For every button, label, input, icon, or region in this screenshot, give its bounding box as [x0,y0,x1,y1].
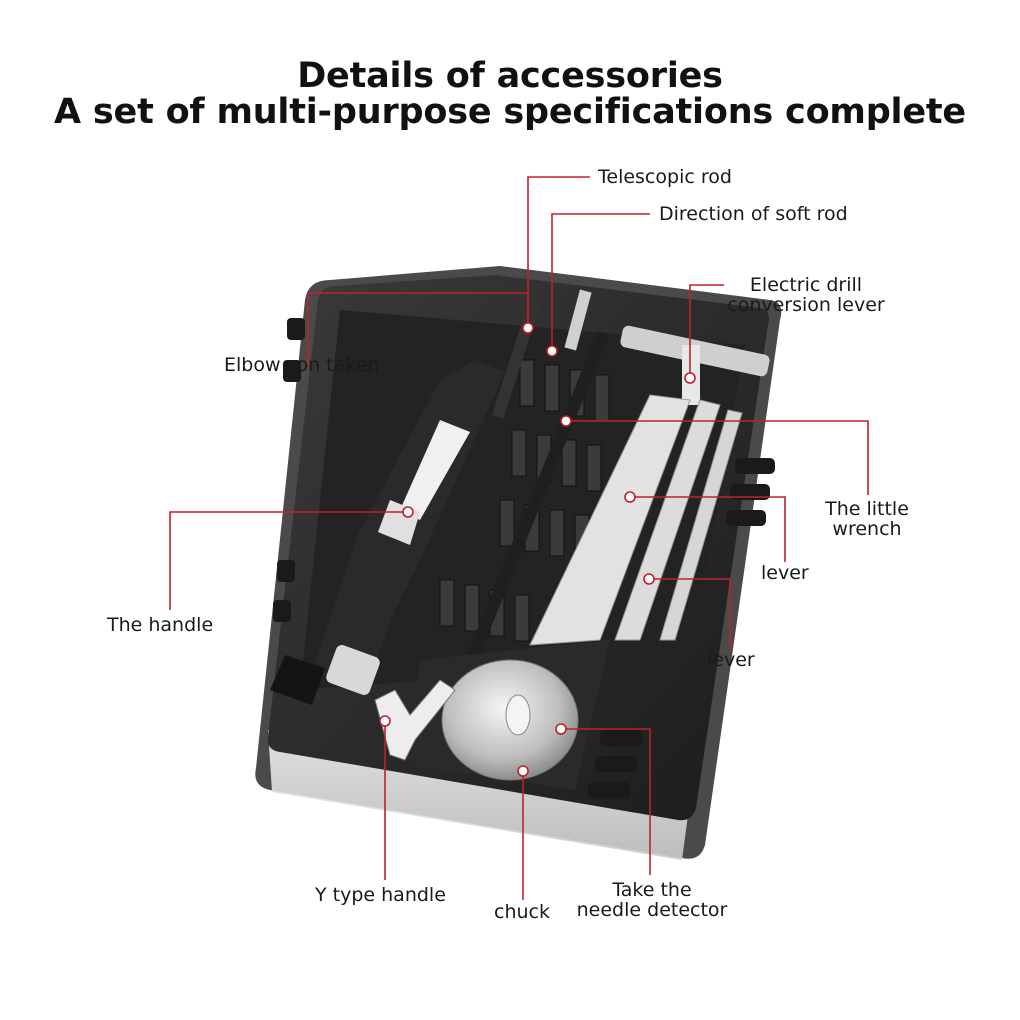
label-drill-lever-1: Electric drill [749,274,863,296]
leader-dots [379,322,696,777]
title-line-1: Details of accessories [297,56,723,96]
label-lever-2: lever [707,649,755,671]
label-chuck: chuck [494,901,550,923]
label-handle: The handle [107,614,214,636]
suction-cup [410,640,610,790]
bit-holders [439,359,610,642]
title-line-2: A set of multi-purpose specifications co… [54,92,966,132]
screwdriver-handle [270,360,505,705]
label-wrench-1: The little [825,498,909,520]
label-needle-2: needle detector [576,899,728,921]
y-handle [374,679,456,761]
label-elbow: Elbow son taken [224,354,380,376]
label-needle-1: Take the [612,879,692,901]
leader-lines [169,176,869,900]
label-wrench-2: wrench [832,518,902,540]
label-drill-lever-2: conversion lever [727,294,885,316]
label-y-handle: Y type handle [315,884,446,906]
label-lever-1: lever [761,562,809,584]
label-telescopic-rod: Telescopic rod [598,166,732,188]
pry-levers [529,394,743,646]
label-soft-rod: Direction of soft rod [659,203,848,225]
